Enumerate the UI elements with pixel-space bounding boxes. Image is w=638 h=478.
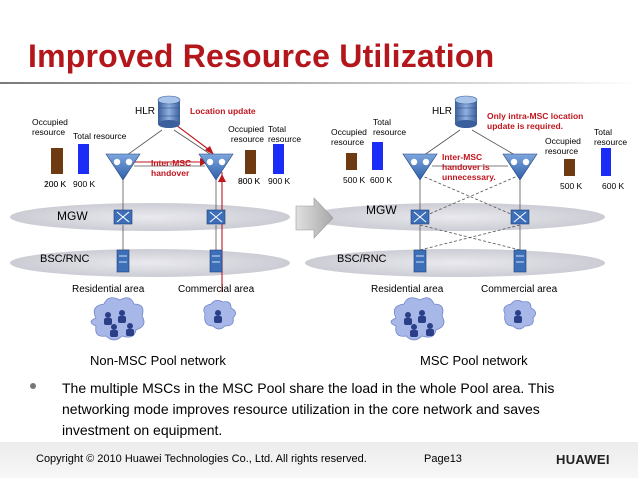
right-msc-2-icon <box>502 153 538 181</box>
footer-copyright: Copyright © 2010 Huawei Technologies Co.… <box>36 453 367 465</box>
right-occupied-value-1: 500 K <box>343 175 366 185</box>
huawei-logo-text: HUAWEI <box>556 452 610 467</box>
left-occupied-value-1-ghost: 100 K <box>44 179 67 189</box>
bullet-text: The multiple MSCs in the MSC Pool share … <box>62 380 555 438</box>
right-mgw-plane <box>305 203 605 231</box>
left-occupied-bar-2 <box>245 150 256 174</box>
right-mgw-2-icon <box>510 209 530 225</box>
right-occupied-label-1: Occupied resource <box>331 127 367 147</box>
transition-arrow <box>295 197 334 239</box>
right-commercial-persons <box>514 310 522 323</box>
left-total-label-1: Total resource <box>73 131 127 141</box>
left-total-label-2: Total resource <box>268 124 302 144</box>
right-total-value-1: 600 K <box>370 175 393 185</box>
left-mgw-2-icon <box>206 209 226 225</box>
left-total-bar-1 <box>78 144 89 174</box>
right-total-bar-2 <box>601 148 611 176</box>
left-hlr-icon <box>157 95 181 128</box>
slide-title: Improved Resource Utilization <box>28 38 495 74</box>
right-bsc-plane <box>305 249 605 277</box>
left-total-bar-2 <box>273 144 284 174</box>
right-total-label-2: Total resource <box>594 127 628 147</box>
right-hlr-icon <box>454 95 478 128</box>
left-occupied-value-1: 200 K <box>44 179 67 189</box>
bullet-marker <box>30 383 36 389</box>
right-note-label: Only intra-MSC location update is requir… <box>487 111 584 131</box>
left-msc-2-icon <box>198 153 234 181</box>
right-handover-label: Inter-MSC handover is unnecessary. <box>442 152 496 182</box>
left-location-update-label: Location update <box>190 106 256 116</box>
right-bsc-2-icon <box>513 249 527 273</box>
left-residential-label: Residential area <box>72 284 145 295</box>
left-handover-label: Inter-MSC handover <box>151 158 192 178</box>
left-mgw-label: MGW <box>57 209 88 223</box>
footer-band <box>0 442 638 478</box>
right-total-value-2: 600 K <box>602 181 625 191</box>
left-vertical-arrowhead <box>218 174 226 182</box>
right-total-bar-1 <box>372 142 383 170</box>
right-total-label-1: Total resource <box>373 117 407 137</box>
left-residential-persons <box>104 310 134 337</box>
left-network-caption: Non-MSC Pool network <box>90 353 226 368</box>
right-msc-1-icon <box>402 153 438 181</box>
title-divider <box>0 82 638 84</box>
right-bsc-1-icon <box>413 249 427 273</box>
right-occupied-bar-1 <box>346 153 357 170</box>
left-occupied-value-2: 800 K <box>238 176 261 186</box>
left-hlr-label: HLR <box>135 106 156 117</box>
right-network-caption: MSC Pool network <box>420 353 528 368</box>
left-commercial-persons <box>214 310 222 323</box>
right-occupied-bar-2 <box>564 159 575 176</box>
left-commercial-label: Commercial area <box>178 284 255 295</box>
right-occupied-label-2: Occupied resource <box>545 136 581 156</box>
right-mgw-1-icon <box>410 209 430 225</box>
right-residential-persons <box>404 310 434 337</box>
right-residential-label: Residential area <box>371 284 444 295</box>
left-total-value-1: 900 K <box>73 179 96 189</box>
left-occupied-value-2-ghost: 900 K <box>238 176 261 186</box>
left-bsc-2-icon <box>209 249 223 273</box>
left-total-value-2: 900 K <box>268 176 291 186</box>
right-occupied-value-2: 500 K <box>560 181 583 191</box>
left-msc-1-icon <box>105 153 141 181</box>
footer-page-number: Page13 <box>424 453 462 465</box>
right-commercial-label: Commercial area <box>481 284 558 295</box>
left-update-arrowhead <box>205 146 214 155</box>
left-mgw-1-icon <box>113 209 133 225</box>
right-bsc-label: BSC/RNC <box>337 253 387 265</box>
left-mgw-plane <box>10 203 290 231</box>
left-bsc-1-icon <box>116 249 130 273</box>
right-mgw-label: MGW <box>366 203 397 217</box>
left-occupied-bar-1 <box>51 148 63 174</box>
left-bsc-label: BSC/RNC <box>40 253 90 265</box>
left-occupied-label-1: Occupied resource <box>32 117 68 137</box>
right-hlr-label: HLR <box>432 106 453 117</box>
left-occupied-label-2: Occupied resource <box>228 124 264 144</box>
